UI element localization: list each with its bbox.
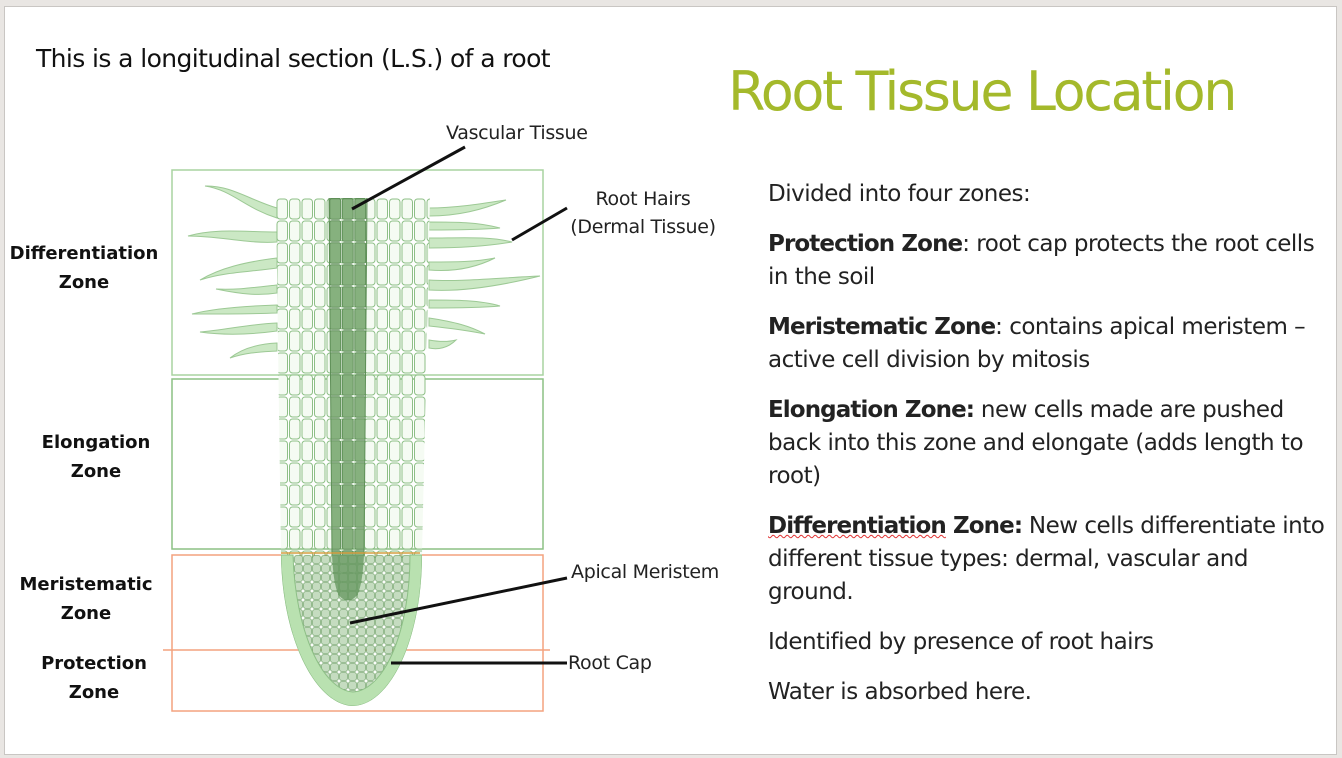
- protection-zone-paragraph: Protection Zone: root cap protects the r…: [768, 231, 1315, 290]
- apical-leader: [349, 576, 568, 625]
- slide-title: Root Tissue Location: [728, 60, 1238, 123]
- callout-root-hairs: Root Hairs (Dermal Tissue): [570, 188, 716, 238]
- root-diagram: [163, 145, 568, 712]
- intro-paragraph: Divided into four zones:: [768, 181, 1031, 207]
- callout-root-cap: Root Cap: [568, 652, 652, 674]
- spellcheck-underline: Differentiation: [768, 513, 947, 539]
- slide-subtitle: This is a longitudinal section (L.S.) of…: [36, 44, 551, 73]
- callout-apical-meristem: Apical Meristem: [571, 561, 719, 583]
- body-text: Divided into four zones: Protection Zone…: [768, 178, 1328, 726]
- meristematic-zone-paragraph: Meristematic Zone: contains apical meris…: [768, 314, 1306, 373]
- root-hairs: [187, 185, 541, 359]
- slide: [4, 6, 1337, 755]
- elongation-zone-paragraph: Elongation Zone: new cells made are push…: [768, 397, 1304, 489]
- root-hairs-note: Identified by presence of root hairs: [768, 629, 1154, 655]
- term: Meristematic Zone: [768, 314, 996, 340]
- root-body: [276, 198, 430, 706]
- water-note: Water is absorbed here.: [768, 679, 1032, 705]
- term: Differentiation Zone:: [768, 513, 1023, 539]
- vascular-leader: [351, 145, 466, 211]
- differentiation-zone-paragraph: Differentiation Zone: New cells differen…: [768, 513, 1325, 605]
- root-hairs-leader: [511, 206, 568, 242]
- callout-vascular-tissue: Vascular Tissue: [446, 122, 588, 144]
- term: Protection Zone: [768, 231, 963, 257]
- term: Elongation Zone:: [768, 397, 975, 423]
